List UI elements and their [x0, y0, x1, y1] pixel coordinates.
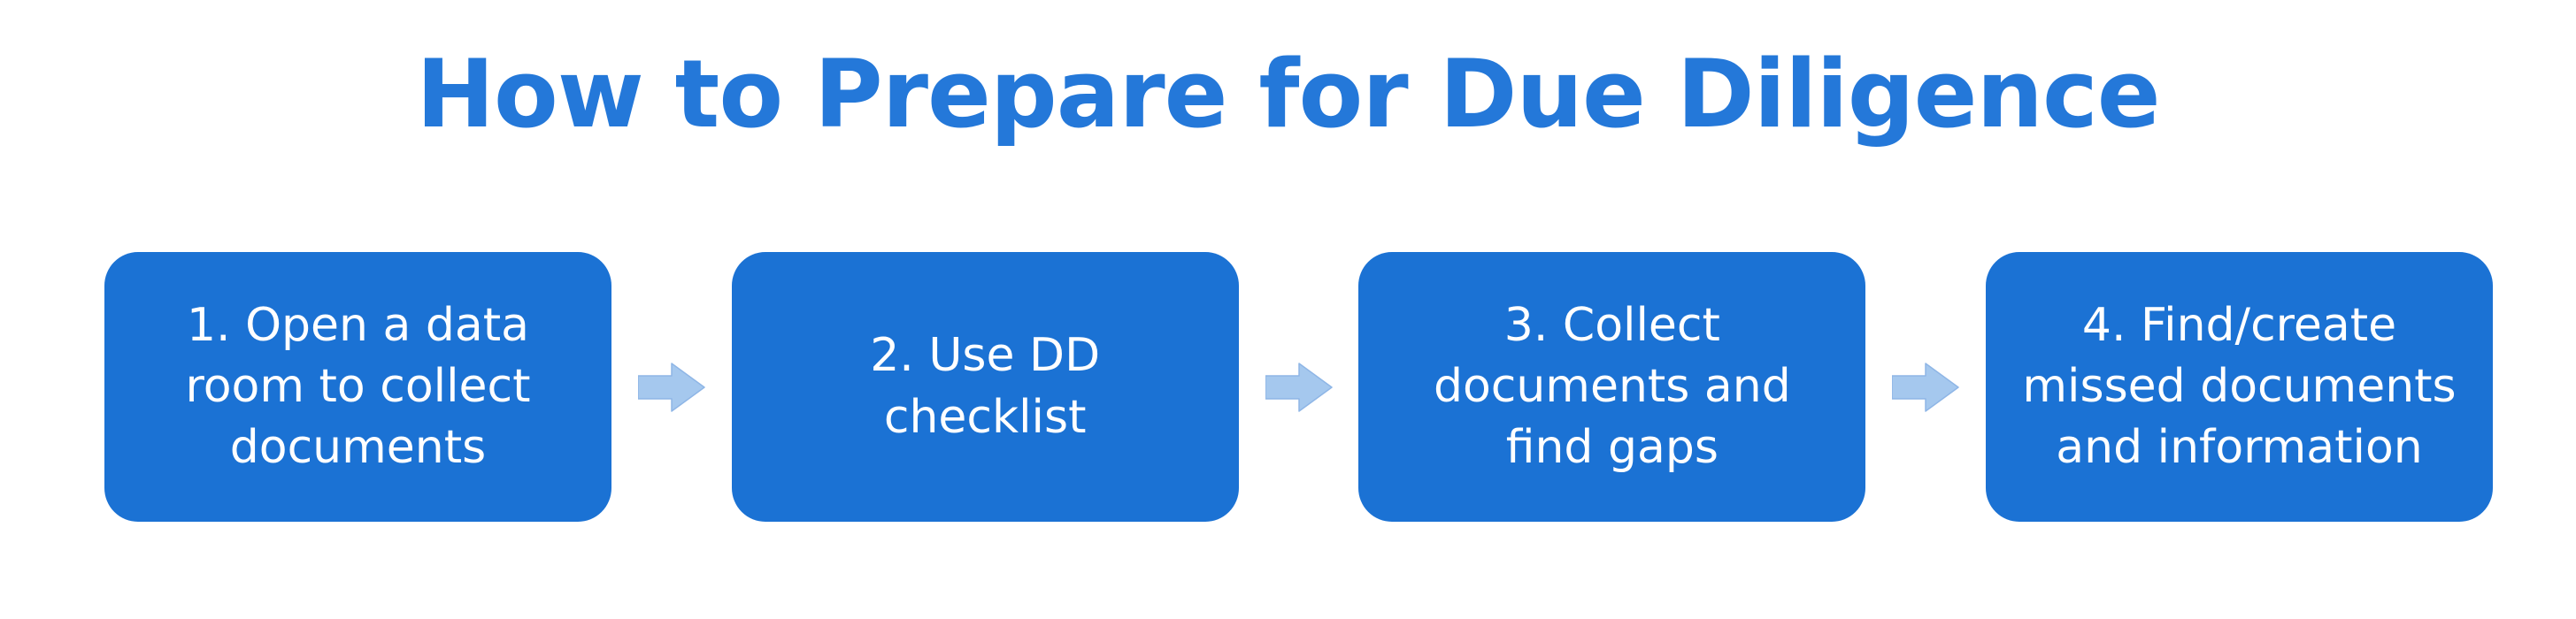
right-arrow-icon — [1892, 362, 1959, 412]
right-arrow-icon — [1265, 362, 1333, 412]
step-label-3: 3. Collect documents and find gaps — [1433, 298, 1791, 475]
arrow-cell-2 — [1239, 252, 1359, 522]
step-box-2: 2. Use DD checklist — [731, 252, 1239, 522]
step-label-1: 1. Open a data room to collect documents — [185, 298, 531, 475]
process-flow: 1. Open a data room to collect documents… — [104, 252, 2494, 522]
step-label-2: 2. Use DD checklist — [870, 329, 1101, 444]
arrow-cell-1 — [611, 252, 732, 522]
step-box-4: 4. Find/create missed documents and info… — [1986, 252, 2494, 522]
step-box-1: 1. Open a data room to collect documents — [104, 252, 611, 522]
page-title: How to Prepare for Due Diligence — [416, 40, 2160, 149]
step-box-3: 3. Collect documents and find gaps — [1358, 252, 1866, 522]
arrow-cell-3 — [1865, 252, 1986, 522]
step-label-4: 4. Find/create missed documents and info… — [2022, 298, 2457, 475]
right-arrow-icon — [637, 362, 705, 412]
